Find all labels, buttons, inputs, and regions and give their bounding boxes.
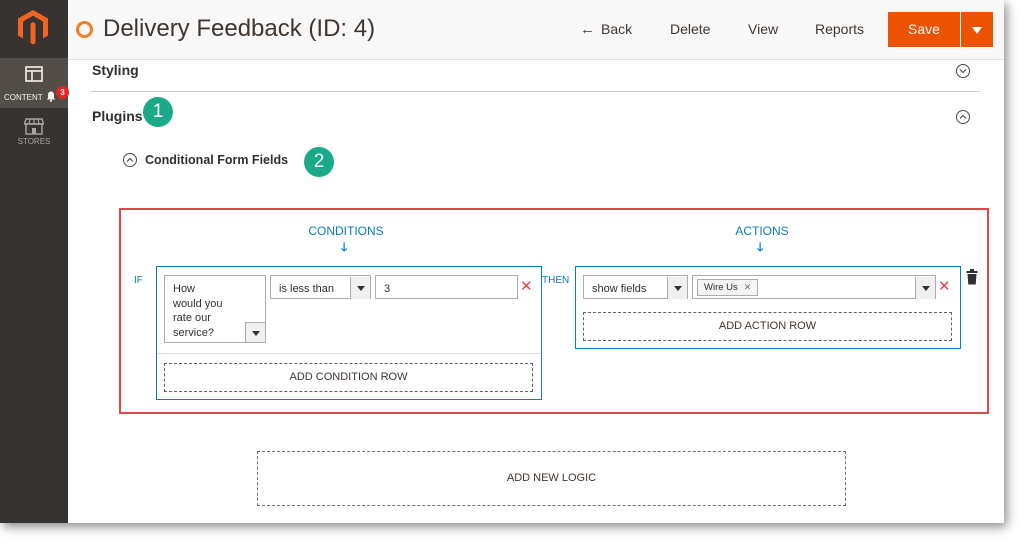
- status-indicator-icon: [76, 21, 93, 38]
- back-arrow-icon: ←: [580, 21, 595, 38]
- layout-icon: [25, 66, 43, 82]
- store-icon: [24, 118, 44, 135]
- sidebar-item-stores[interactable]: STORES: [0, 112, 68, 152]
- conditions-panel: [156, 266, 542, 400]
- view-button[interactable]: View: [748, 21, 779, 37]
- back-label: Back: [601, 21, 633, 37]
- arrow-down-icon: 🡓: [341, 240, 348, 254]
- collapse-chevron-icon[interactable]: [956, 110, 970, 124]
- remove-action-icon[interactable]: ✕: [938, 278, 951, 295]
- dropdown-arrow-icon[interactable]: [667, 277, 687, 299]
- sidebar-item-label: CONTENT: [4, 93, 43, 102]
- conditions-divider: [157, 353, 541, 354]
- action-type-value: show fields: [592, 283, 647, 295]
- section-title-styling[interactable]: Styling: [92, 62, 139, 78]
- delete-button[interactable]: Delete: [670, 21, 711, 37]
- dropdown-arrow-icon[interactable]: [245, 322, 265, 342]
- reports-button[interactable]: Reports: [815, 21, 865, 37]
- logic-highlight-box: [119, 208, 989, 414]
- remove-condition-icon[interactable]: ✕: [520, 278, 533, 295]
- operator-value: is less than: [279, 283, 335, 295]
- section-divider: [90, 91, 980, 92]
- save-options-chevron-icon[interactable]: [961, 12, 993, 47]
- section-title-plugins[interactable]: Plugins: [92, 108, 143, 124]
- collapse-chevron-icon[interactable]: [123, 153, 137, 167]
- notification-badge[interactable]: 3: [56, 86, 69, 99]
- admin-sidebar: CONTENT 3 STORES: [0, 0, 69, 523]
- selected-field-tag: Wire Us✕: [697, 279, 759, 296]
- bell-icon[interactable]: [46, 91, 56, 102]
- dropdown-arrow-icon[interactable]: [915, 277, 935, 299]
- page-header: Delivery Feedback (ID: 4) ← Back Delete V…: [68, 0, 1004, 60]
- condition-operator-select[interactable]: is less than: [270, 275, 371, 299]
- condition-field-select[interactable]: How would you rate our service?: [164, 275, 266, 343]
- add-action-row-button[interactable]: ADD ACTION ROW: [583, 312, 952, 341]
- save-button[interactable]: Save: [888, 12, 960, 47]
- back-button[interactable]: ← Back: [580, 21, 632, 38]
- then-label: THEN: [542, 275, 570, 286]
- remove-tag-icon[interactable]: ✕: [743, 282, 752, 292]
- add-new-logic-button[interactable]: ADD NEW LOGIC: [257, 451, 846, 506]
- trash-icon[interactable]: [966, 269, 978, 285]
- expand-chevron-icon[interactable]: [956, 64, 970, 78]
- action-type-select[interactable]: show fields: [583, 275, 688, 299]
- magento-logo-icon[interactable]: [16, 8, 50, 46]
- add-condition-row-button[interactable]: ADD CONDITION ROW: [164, 363, 533, 392]
- sidebar-item-label: STORES: [17, 137, 51, 146]
- page-title: Delivery Feedback (ID: 4): [103, 15, 376, 42]
- actions-heading: ACTIONS: [735, 224, 789, 238]
- dropdown-arrow-icon[interactable]: [350, 277, 370, 299]
- sidebar-item-content[interactable]: CONTENT 3: [0, 58, 69, 108]
- conditions-heading: CONDITIONS: [308, 224, 384, 238]
- condition-field-value: How would you rate our service?: [173, 283, 223, 339]
- action-fields-multiselect[interactable]: Wire Us✕: [692, 275, 936, 299]
- if-label: IF: [134, 275, 143, 286]
- app-window: CONTENT 3 STORES Delivery Feedback (ID: …: [0, 0, 1004, 523]
- callout-badge-1: 1: [143, 97, 173, 127]
- callout-badge-2: 2: [304, 147, 334, 177]
- actions-panel: [575, 266, 961, 349]
- arrow-down-icon: 🡓: [757, 240, 764, 254]
- condition-value-input[interactable]: 3: [375, 275, 518, 299]
- section-title-conditional-form-fields[interactable]: Conditional Form Fields: [145, 153, 289, 167]
- condition-value: 3: [384, 283, 391, 295]
